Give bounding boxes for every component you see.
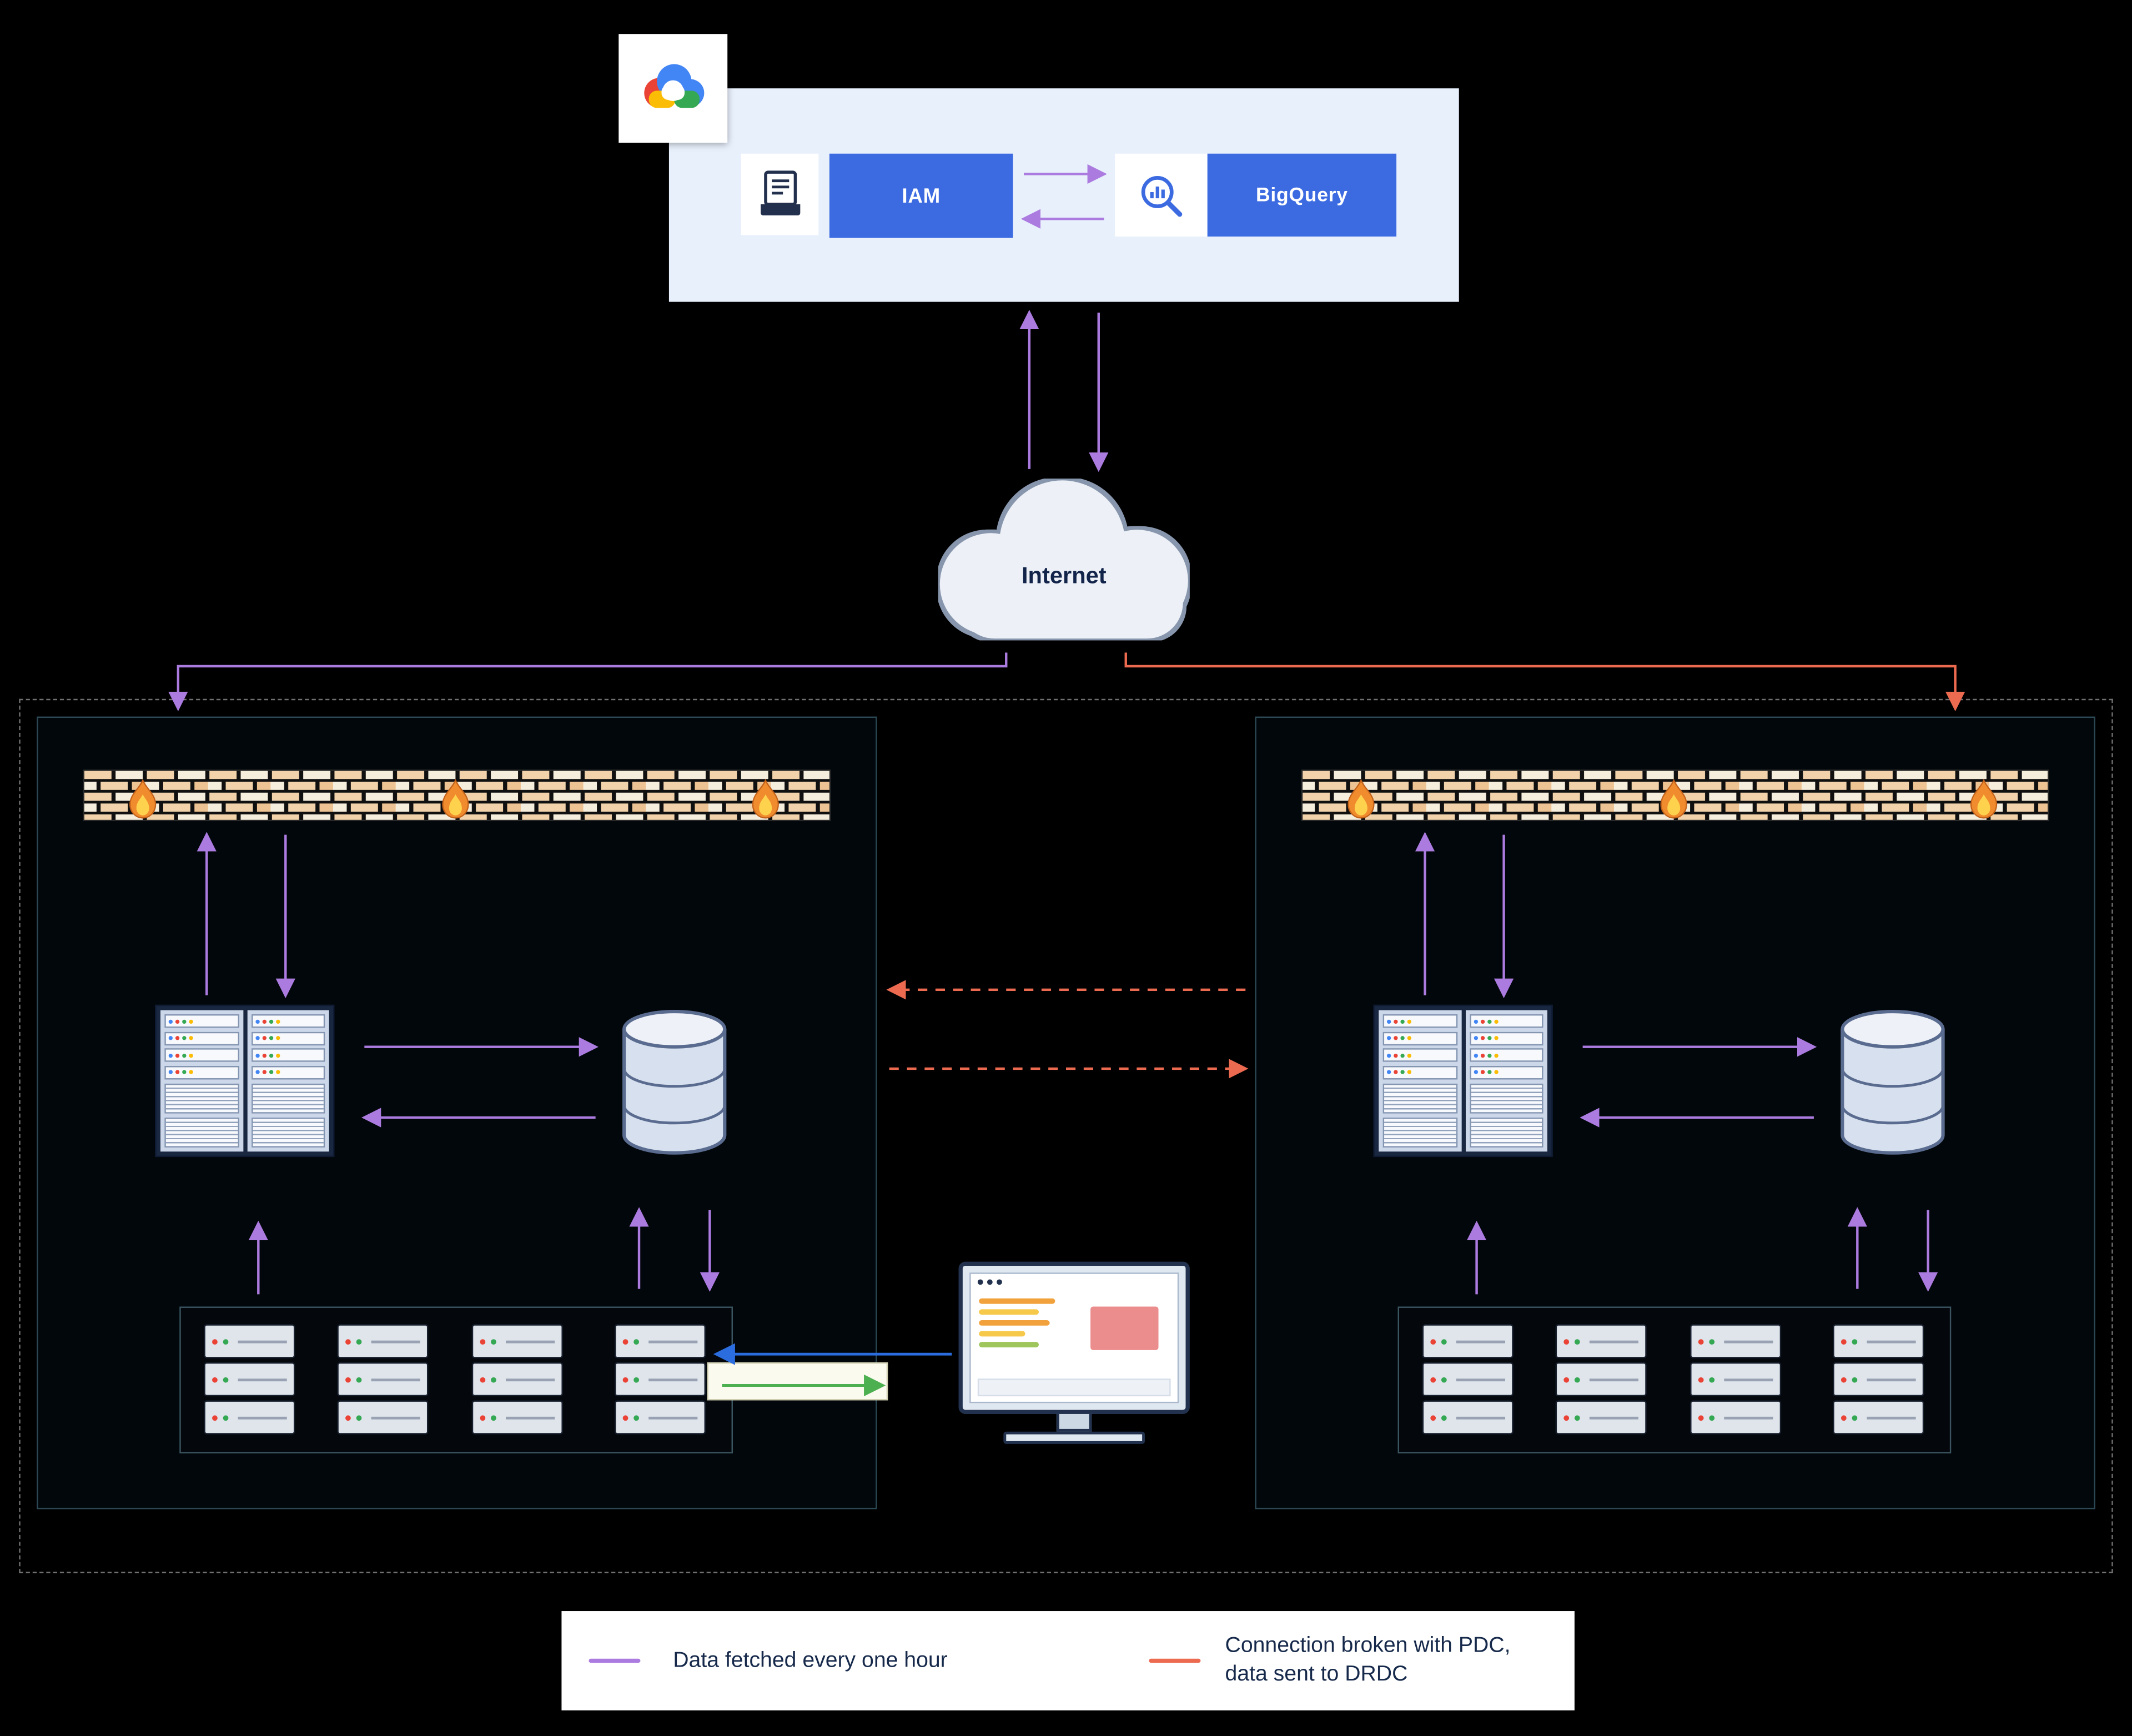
screen-bar [979,1320,1050,1326]
rack-cabinet [247,1010,329,1152]
google-cloud-panel: IAM BigQuery [668,88,1459,302]
note-box [707,1362,888,1401]
server-rack [155,1004,335,1158]
server-stack [1555,1324,1647,1435]
server-stack [614,1324,706,1435]
screen-bar [979,1331,1025,1337]
screen-bar [979,1309,1039,1315]
monitor-screen [969,1272,1179,1403]
server-rack [1373,1004,1553,1158]
legend-swatch-orange [1149,1658,1201,1663]
server-stack [1833,1324,1924,1435]
server-stack [337,1324,429,1435]
alert-block [1090,1306,1159,1350]
server-stack [204,1324,295,1435]
server-stack [471,1324,563,1435]
monitoring-workstation [958,1261,1190,1444]
rack-cabinet [1379,1010,1461,1152]
legend-label-orange: Connection broken with PDC, data sent to… [1225,1633,1511,1685]
server-group [1397,1306,1952,1453]
cloud-shape-icon [939,480,1188,639]
report-icon-tile [741,153,819,235]
flame-icon [1347,778,1375,819]
screen-footer [977,1378,1171,1397]
flame-icon [129,778,157,819]
window-dots-icon [977,1279,1002,1285]
google-cloud-logo-tile [619,34,728,143]
legend: Data fetched every one hour Connection b… [561,1611,1575,1710]
iam-node: IAM [829,153,1013,238]
report-icon [760,170,800,216]
server-group [179,1306,733,1453]
iam-label: IAM [902,184,941,208]
database-icon [1841,1009,1945,1155]
legend-swatch-purple [589,1658,641,1663]
legend-item-purple: Data fetched every one hour [589,1611,948,1710]
google-cloud-logo-icon [644,64,705,108]
internet-label: Internet [1021,562,1107,589]
rack-cabinet [1465,1010,1547,1152]
legend-item-orange: Connection broken with PDC, data sent to… [1149,1611,1511,1710]
flame-icon [1970,778,1998,819]
rack-cabinet [160,1010,243,1152]
server-stack [1422,1324,1513,1435]
server-stack [1690,1324,1782,1435]
bigquery-label: BigQuery [1256,184,1348,207]
flame-icon [1660,778,1687,819]
legend-label-purple: Data fetched every one hour [673,1648,948,1672]
datacenters-boundary [19,698,2113,1573]
monitor-stand [1056,1413,1092,1432]
internet-cloud: Internet [938,479,1190,640]
monitor-frame [958,1261,1190,1414]
screen-bar [979,1342,1039,1347]
screen-bar [979,1298,1055,1304]
dr-datacenter [1255,716,2095,1509]
bigquery-icon-tile [1115,153,1208,237]
flame-icon [442,778,469,819]
flame-icon [752,778,779,819]
bigquery-node: BigQuery [1207,153,1397,237]
database-icon [622,1009,727,1155]
monitor-base [1003,1431,1145,1444]
bigquery-magnifier-icon [1141,175,1183,217]
